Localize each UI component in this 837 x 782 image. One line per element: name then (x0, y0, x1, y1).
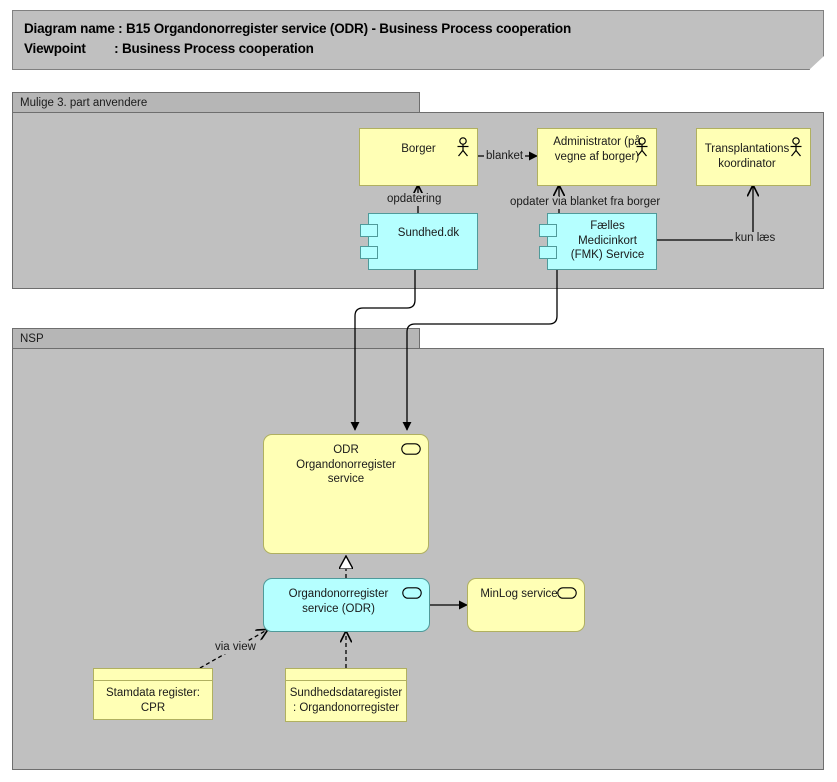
element-sundhedsdataregister-organdonorregister-label: Sundhedsdataregister: Organdonorregister (289, 687, 403, 714)
element-odr-organdonorregister-service-label: ODR Organdonorregister service (296, 444, 396, 485)
connector-label-kun-laes: kun læs (733, 232, 778, 245)
element-sundhed-dk[interactable]: Sundhed.dk (360, 213, 478, 270)
element-minlog-service-label: MinLog service (480, 588, 558, 600)
diagram-name-line: Diagram name : B15 Organdonorregister se… (24, 21, 572, 36)
group-label-nsp: NSP (20, 333, 44, 345)
component-tab-upper-icon (539, 224, 557, 237)
connector-label-opdatering: opdatering (385, 193, 444, 206)
element-transplantations-koordinator-label: Transplantations koordinator (704, 143, 790, 170)
application-service-icon (557, 587, 577, 599)
element-organdonorregister-service-odr-label: Organdonorregister service (ODR) (288, 588, 389, 615)
business-actor-icon (636, 137, 648, 157)
application-service-icon (402, 587, 422, 599)
connector-label-blanket: blanket (484, 150, 526, 163)
element-fmk-service[interactable]: Fælles Medicinkort (FMK) Service (539, 213, 657, 270)
component-tab-lower-icon (539, 246, 557, 259)
element-administrator-label: Administrator (på vegne af borger) (553, 136, 641, 163)
application-service-icon (401, 443, 421, 455)
data-object-header-bar (286, 669, 406, 681)
element-borger[interactable]: Borger (359, 128, 478, 186)
connector-label-opdater-via-blanket: opdater via blanket fra borger (508, 196, 663, 209)
element-odr-organdonorregister-service[interactable]: ODR Organdonorregister service (263, 434, 429, 554)
element-administrator[interactable]: Administrator (på vegne af borger) (537, 128, 657, 186)
diagram-title-note: Diagram name : B15 Organdonorregister se… (12, 10, 824, 70)
element-fmk-service-label: Fælles Medicinkort (FMK) Service (570, 220, 645, 261)
business-actor-icon (457, 137, 469, 157)
element-sundhed-dk-label: Sundhed.dk (397, 227, 460, 239)
element-sundhedsdataregister-organdonorregister[interactable]: Sundhedsdataregister: Organdonorregister (285, 668, 407, 722)
group-tab-nsp (12, 328, 420, 349)
business-actor-icon (790, 137, 802, 157)
viewpoint-line: Viewpoint : Business Process cooperation (24, 41, 314, 56)
component-tab-upper-icon (360, 224, 378, 237)
note-fold-corner (809, 56, 824, 70)
element-stamdata-register-cpr-label: Stamdata register: CPR (106, 687, 200, 714)
component-tab-lower-icon (360, 246, 378, 259)
element-organdonorregister-service-odr[interactable]: Organdonorregister service (ODR) (263, 578, 430, 632)
group-label-third-party: Mulige 3. part anvendere (20, 97, 148, 109)
element-stamdata-register-cpr[interactable]: Stamdata register: CPR (93, 668, 213, 720)
element-borger-label: Borger (401, 143, 436, 155)
element-transplantations-koordinator[interactable]: Transplantations koordinator (696, 128, 811, 186)
connector-label-via-view: via view (213, 641, 258, 654)
data-object-header-bar (94, 669, 212, 681)
element-minlog-service[interactable]: MinLog service (467, 578, 585, 632)
